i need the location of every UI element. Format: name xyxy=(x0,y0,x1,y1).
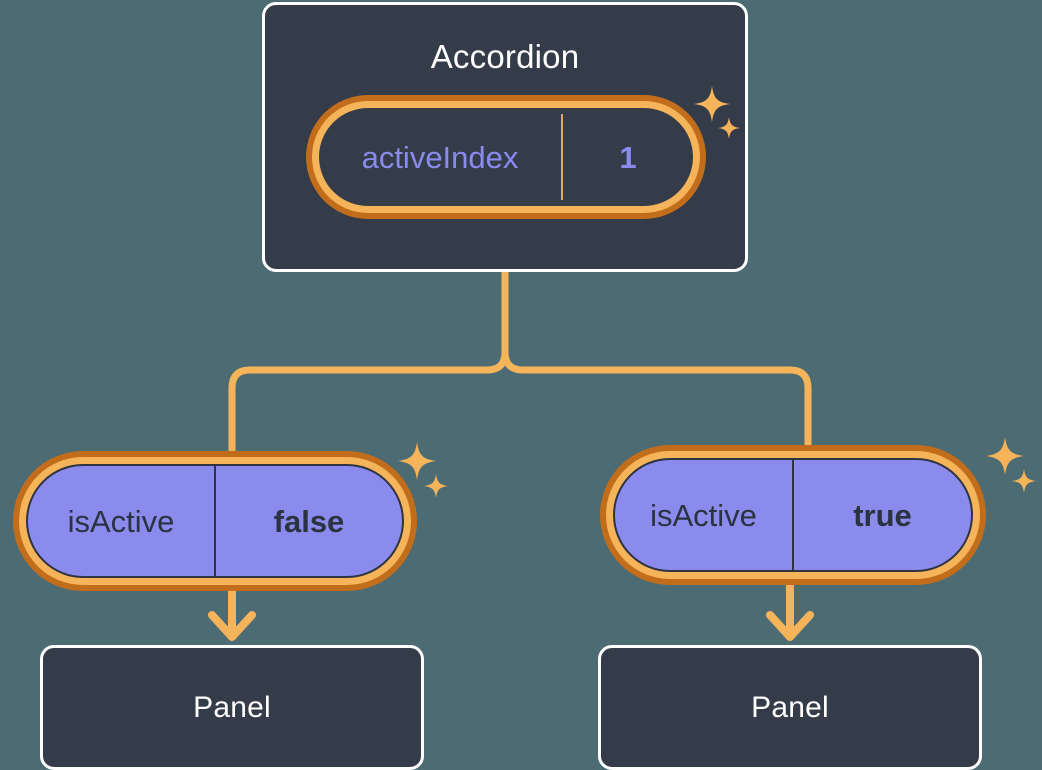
panel-left-title: Panel xyxy=(193,690,271,724)
pill-divider xyxy=(792,460,794,570)
sparkle-icon xyxy=(398,442,436,480)
state-value-active-index: 1 xyxy=(619,139,637,175)
sparkle-icon xyxy=(986,437,1024,475)
state-key-is-active-left: isActive xyxy=(67,503,175,539)
pill-divider xyxy=(561,114,563,200)
state-value-is-active-left: false xyxy=(273,503,345,539)
arrow-down-icon-right xyxy=(766,611,814,641)
accordion-title: Accordion xyxy=(430,38,580,75)
state-key-active-index: activeIndex xyxy=(361,139,519,175)
component-node-panel-left[interactable]: Panel xyxy=(40,645,424,770)
sparkle-icon xyxy=(1012,469,1036,493)
sparkle-icon xyxy=(424,474,448,498)
pill-body: isActive true xyxy=(613,458,973,572)
state-value-is-active-right: true xyxy=(853,497,912,533)
component-node-panel-right[interactable]: Panel xyxy=(598,645,982,770)
connector-root-to-right xyxy=(501,268,812,454)
pill-body: isActive false xyxy=(26,464,404,578)
connector-root-to-left xyxy=(228,268,509,459)
state-key-is-active-right: isActive xyxy=(650,497,757,533)
state-pill-is-active-true[interactable]: isActive true xyxy=(600,445,986,585)
pill-outer-ring: activeIndex 1 xyxy=(312,101,700,213)
sparkle-icon xyxy=(718,117,740,139)
arrow-down-icon-left xyxy=(208,611,256,641)
panel-right-title: Panel xyxy=(751,690,829,724)
state-pill-active-index[interactable]: activeIndex 1 xyxy=(306,95,706,219)
pill-divider xyxy=(214,466,216,576)
state-pill-is-active-false[interactable]: isActive false xyxy=(13,451,417,591)
pill-outer-ring: isActive true xyxy=(606,451,980,579)
pill-outer-ring: isActive false xyxy=(19,457,411,585)
pill-body: activeIndex 1 xyxy=(319,108,693,206)
sparkle-icon xyxy=(694,86,730,122)
